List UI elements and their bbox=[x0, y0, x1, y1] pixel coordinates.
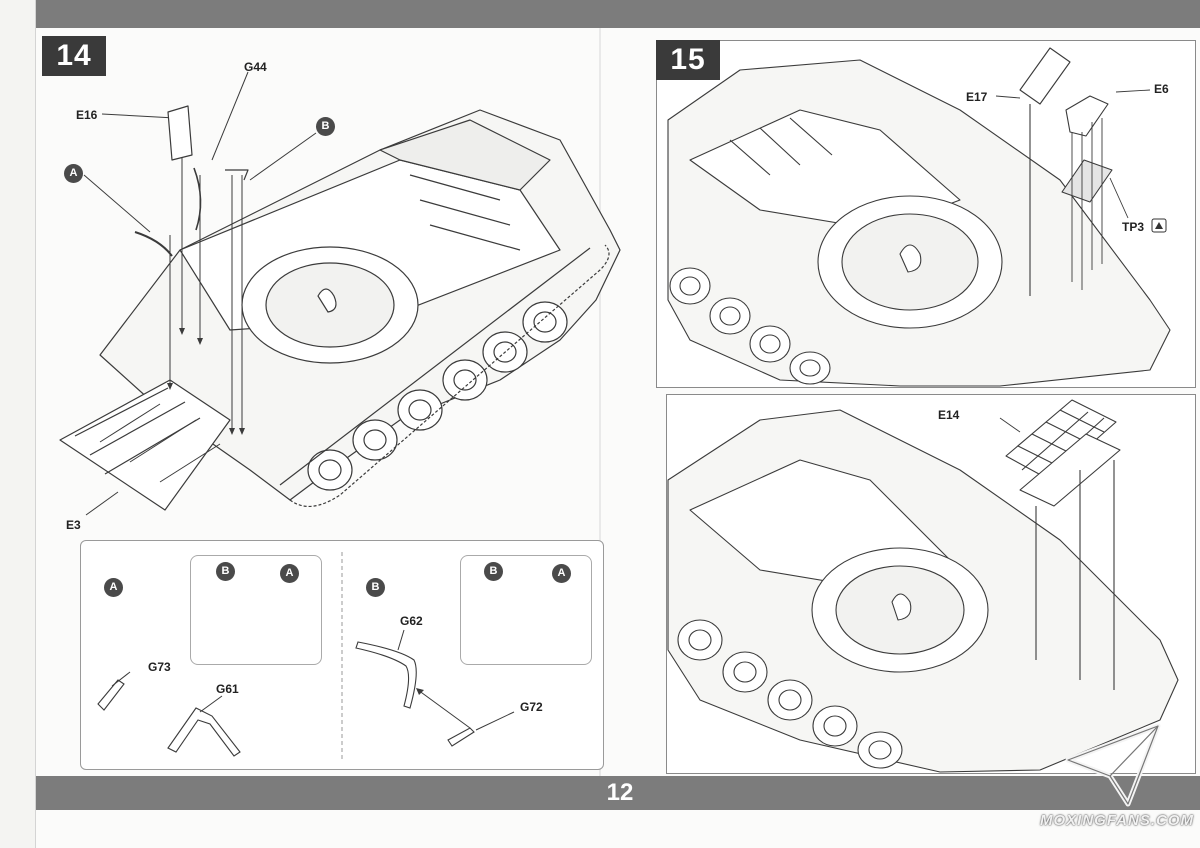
page-number: 12 bbox=[606, 779, 634, 806]
inset-a bbox=[190, 555, 322, 665]
step-14-badge: 14 bbox=[42, 36, 106, 76]
label-g61: G61 bbox=[216, 682, 239, 696]
marker-b: B bbox=[316, 117, 335, 136]
inset-a-marker-b: B bbox=[216, 562, 235, 581]
label-e6: E6 bbox=[1154, 82, 1169, 96]
bottom-band bbox=[36, 776, 1200, 810]
binding-edge bbox=[0, 0, 36, 848]
label-tp3: TP3 bbox=[1122, 220, 1145, 234]
page-fold bbox=[599, 28, 601, 776]
step-15-badge: 15 bbox=[656, 40, 720, 80]
inset-b-marker-a: A bbox=[552, 564, 571, 583]
watermark-text: MOXINGFANS.COM bbox=[1040, 812, 1195, 829]
inset-a-marker-a: A bbox=[280, 564, 299, 583]
label-e17: E17 bbox=[966, 90, 988, 104]
label-g62: G62 bbox=[400, 614, 423, 628]
sub-marker-a: A bbox=[104, 578, 123, 597]
label-e14: E14 bbox=[938, 408, 960, 422]
sub-marker-b: B bbox=[366, 578, 385, 597]
marker-a: A bbox=[64, 164, 83, 183]
label-g44: G44 bbox=[244, 60, 267, 74]
logo-paper-plane-icon bbox=[1065, 723, 1161, 807]
label-e16: E16 bbox=[76, 108, 98, 122]
label-g73: G73 bbox=[148, 660, 171, 674]
top-band bbox=[36, 0, 1200, 28]
tp3-photoetch-icon bbox=[1151, 218, 1167, 233]
label-g72: G72 bbox=[520, 700, 543, 714]
label-e3: E3 bbox=[66, 518, 81, 532]
inset-b-marker-b: B bbox=[484, 562, 503, 581]
